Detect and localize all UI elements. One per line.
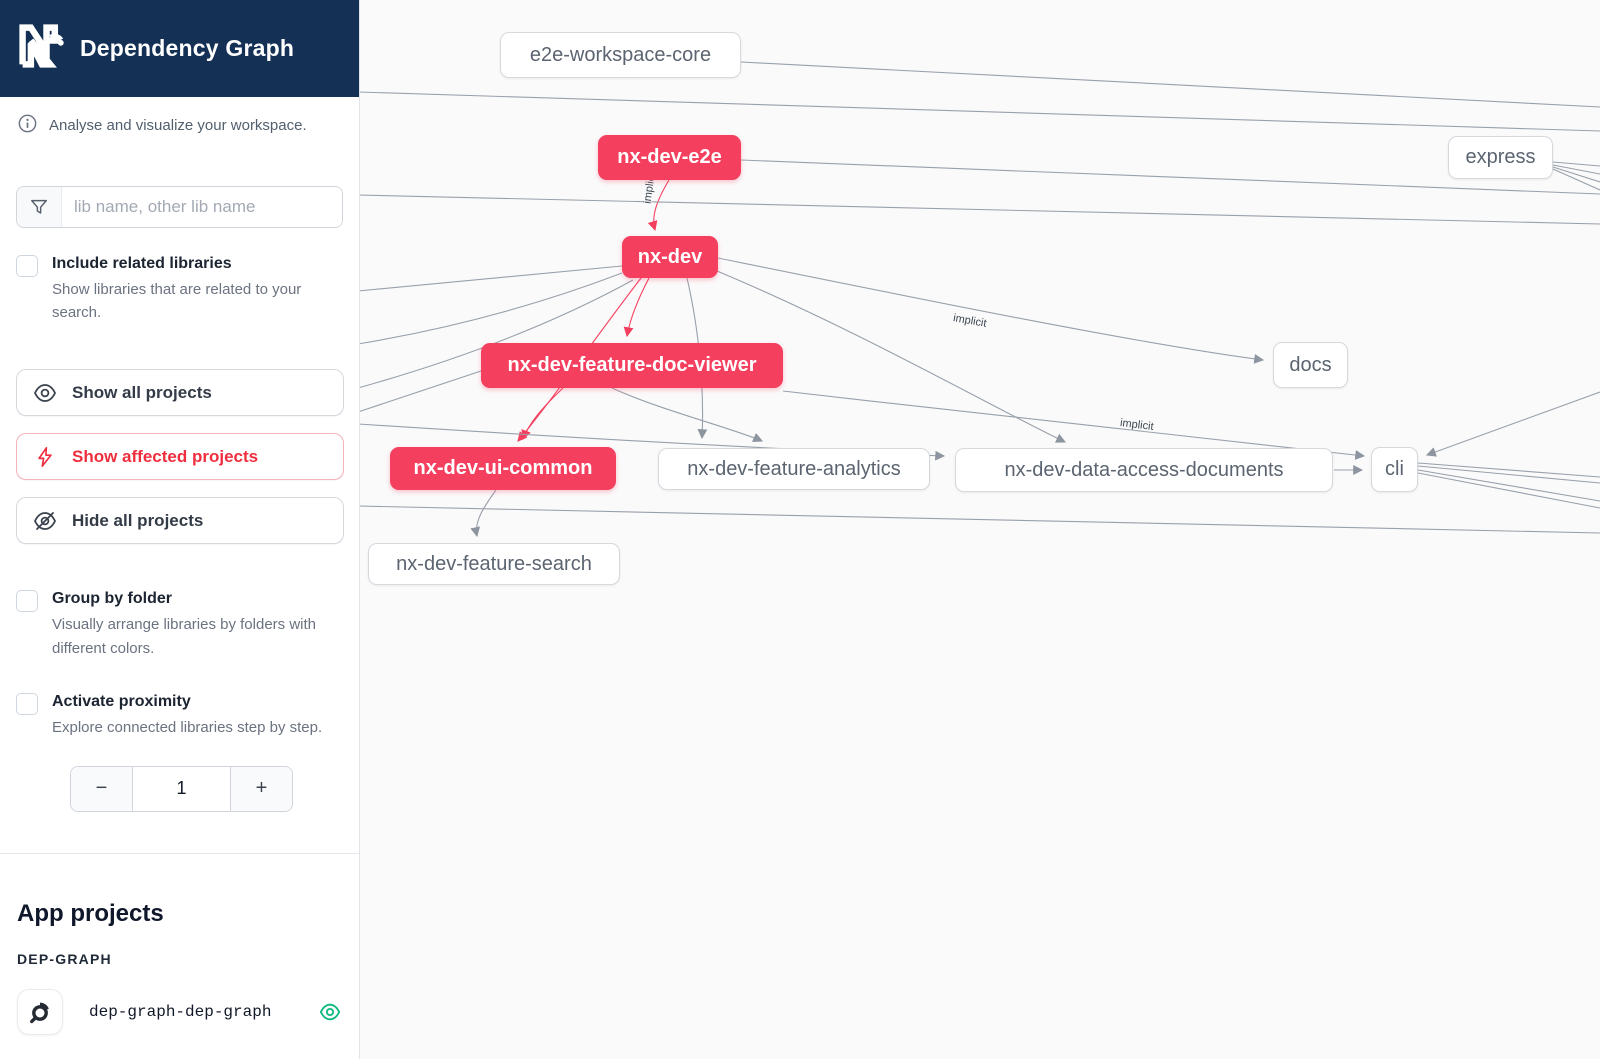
proximity-decrease-button[interactable]: − <box>71 766 133 811</box>
filter-box <box>16 186 343 228</box>
graph-node-cli[interactable]: cli <box>1371 447 1418 492</box>
app-title: Dependency Graph <box>80 35 295 61</box>
include-related-checkbox[interactable] <box>16 255 38 277</box>
activate-proximity-checkbox[interactable] <box>16 693 38 716</box>
project-group-label: DEP-GRAPH <box>17 950 112 967</box>
graph-edge <box>1425 391 1600 457</box>
proximity-increase-button[interactable]: + <box>230 766 292 811</box>
info-icon <box>18 114 37 137</box>
graph-node-nx-dev[interactable]: nx-dev <box>622 236 718 278</box>
graph-edge <box>1417 465 1600 484</box>
graph-node-nx-dev-ui-common[interactable]: nx-dev-ui-common <box>390 447 616 490</box>
graph-edge <box>717 257 1265 364</box>
sidebar-header: Dependency Graph <box>0 0 359 97</box>
graph-edge <box>1417 472 1600 509</box>
hide-all-projects-label: Hide all projects <box>72 510 204 530</box>
graph-edge <box>782 390 1366 460</box>
sidebar: Dependency Graph Analyse and visualize y… <box>0 0 360 1059</box>
eye-green-icon <box>319 1003 341 1021</box>
show-affected-projects-button[interactable]: Show affected projects <box>16 433 344 481</box>
filter-input[interactable] <box>62 187 342 227</box>
graph-node-nx-dev-e2e[interactable]: nx-dev-e2e <box>598 135 741 180</box>
proximity-value[interactable]: 1 <box>176 778 187 799</box>
eye-off-icon <box>33 509 57 533</box>
graph-node-docs[interactable]: docs <box>1273 342 1348 388</box>
nx-logo-icon <box>18 23 64 74</box>
graph-edge <box>647 179 670 232</box>
show-affected-projects-label: Show affected projects <box>72 446 259 466</box>
sidebar-divider <box>0 852 359 854</box>
graph-node-nx-dev-data-access-documents[interactable]: nx-dev-data-access-documents <box>955 448 1333 492</box>
hide-all-projects-button[interactable]: Hide all projects <box>16 497 344 545</box>
eye-icon <box>33 381 57 405</box>
graph-node-e2e-workspace-core[interactable]: e2e-workspace-core <box>500 32 741 78</box>
graph-edge <box>716 270 1066 443</box>
graph-edge <box>470 489 497 538</box>
activate-proximity-desc: Explore connected libraries step by step… <box>52 719 323 737</box>
graph-edge <box>357 194 1600 225</box>
graph-node-express[interactable]: express <box>1448 136 1553 179</box>
project-list-item: dep-graph-dep-graph <box>17 988 343 1035</box>
tagline: Analyse and visualize your workspace. <box>18 114 359 137</box>
include-related-label: Include related libraries <box>52 255 232 272</box>
graph-node-nx-dev-feature-search[interactable]: nx-dev-feature-search <box>368 543 620 585</box>
graph-edge <box>1552 161 1600 167</box>
project-visibility-toggle[interactable] <box>319 1001 341 1023</box>
graph-node-nx-dev-feature-analytics[interactable]: nx-dev-feature-analytics <box>658 448 930 490</box>
graph-edge <box>1417 469 1600 502</box>
graph-edge <box>357 370 482 413</box>
graph-edge <box>357 91 1600 132</box>
proximity-stepper: − 1 + <box>70 765 293 812</box>
include-related-desc: Show libraries that are related to your … <box>52 280 302 322</box>
lightning-bolt-icon <box>33 446 57 468</box>
focus-project-button[interactable] <box>17 988 63 1035</box>
project-name: dep-graph-dep-graph <box>89 1002 272 1021</box>
include-related-row: Include related libraries Show libraries… <box>16 254 343 325</box>
graph-edge <box>1552 168 1600 191</box>
show-all-projects-label: Show all projects <box>72 382 212 402</box>
group-by-folder-label: Group by folder <box>52 590 172 608</box>
group-by-folder-row: Group by folder Visually arrange librari… <box>16 589 343 660</box>
graph-edge <box>1417 462 1600 478</box>
graph-edge <box>611 387 764 443</box>
filter-funnel-icon <box>17 187 62 227</box>
group-by-folder-desc: Visually arrange libraries by folders wi… <box>52 615 317 657</box>
activate-proximity-label: Activate proximity <box>52 693 191 711</box>
tagline-text: Analyse and visualize your workspace. <box>49 117 307 134</box>
graph-node-nx-dev-feature-doc-viewer[interactable]: nx-dev-feature-doc-viewer <box>481 343 783 388</box>
graph-edge <box>740 159 1600 195</box>
activate-proximity-row: Activate proximity Explore connected lib… <box>16 692 343 739</box>
graph-edge <box>357 505 1600 534</box>
graph-edge <box>357 272 623 345</box>
graph-edge <box>740 61 1600 108</box>
graph-edge <box>1552 164 1600 175</box>
graph-edge <box>623 277 650 338</box>
graph-edge <box>357 265 623 292</box>
group-by-folder-checkbox[interactable] <box>16 590 38 613</box>
app-projects-heading: App projects <box>17 899 164 927</box>
graph-edge <box>1552 166 1600 183</box>
show-all-projects-button[interactable]: Show all projects <box>16 369 344 417</box>
focus-magnifier-icon <box>30 1002 49 1023</box>
graph-edge <box>521 387 564 441</box>
